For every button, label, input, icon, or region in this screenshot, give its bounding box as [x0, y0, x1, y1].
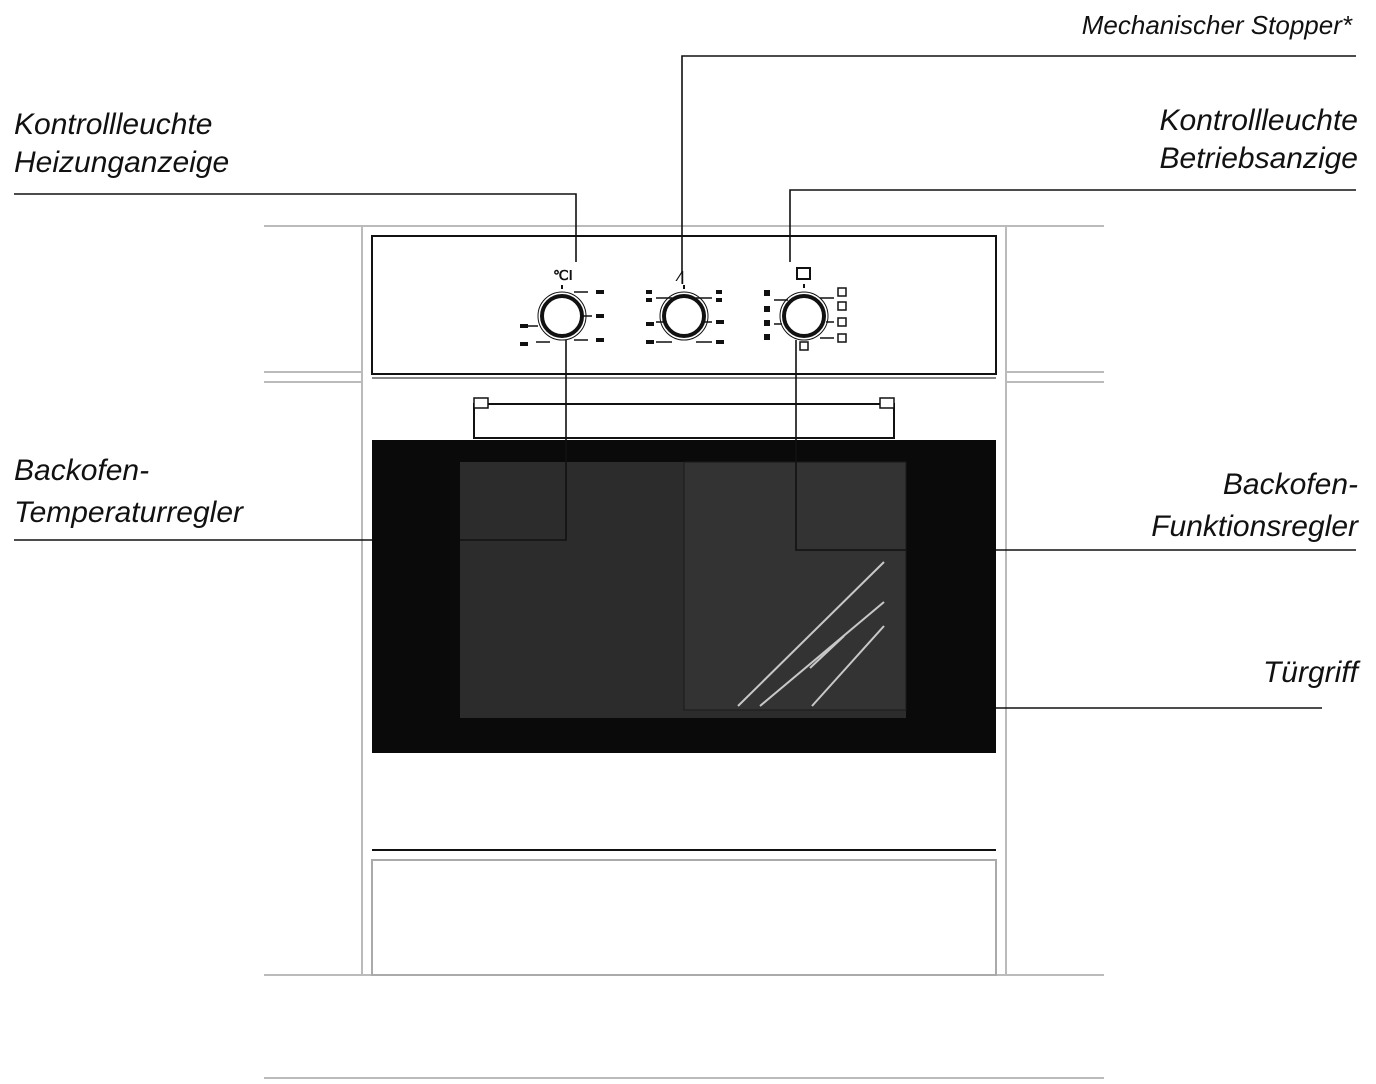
operation-indicator-label: Kontrollleuchte Betriebsanzige [1159, 104, 1358, 175]
temperature-knob[interactable] [520, 285, 604, 346]
heating-light-symbol: ℃l [553, 267, 573, 283]
operation-light-symbol [796, 267, 811, 280]
temperature-regulator-label: Backofen- Temperaturregler [14, 454, 243, 529]
function-knob[interactable] [764, 284, 847, 351]
door-handle-label: Türgriff [1262, 656, 1358, 689]
oven-door [372, 440, 996, 753]
mechanical-stopper-label: Mechanischer Stopper* [1081, 10, 1352, 40]
leader-lines [14, 55, 1356, 709]
function-regulator-label: Backofen- Funktionsregler [1151, 468, 1358, 543]
bottom-drawer [371, 849, 997, 976]
timer-knob[interactable] [646, 285, 724, 344]
heating-indicator-label: Kontrollleuchte Heizunganzeige [14, 108, 230, 179]
timer-symbol: ⁄| [675, 268, 684, 284]
control-panel [371, 235, 997, 379]
door-handle[interactable] [473, 397, 895, 439]
